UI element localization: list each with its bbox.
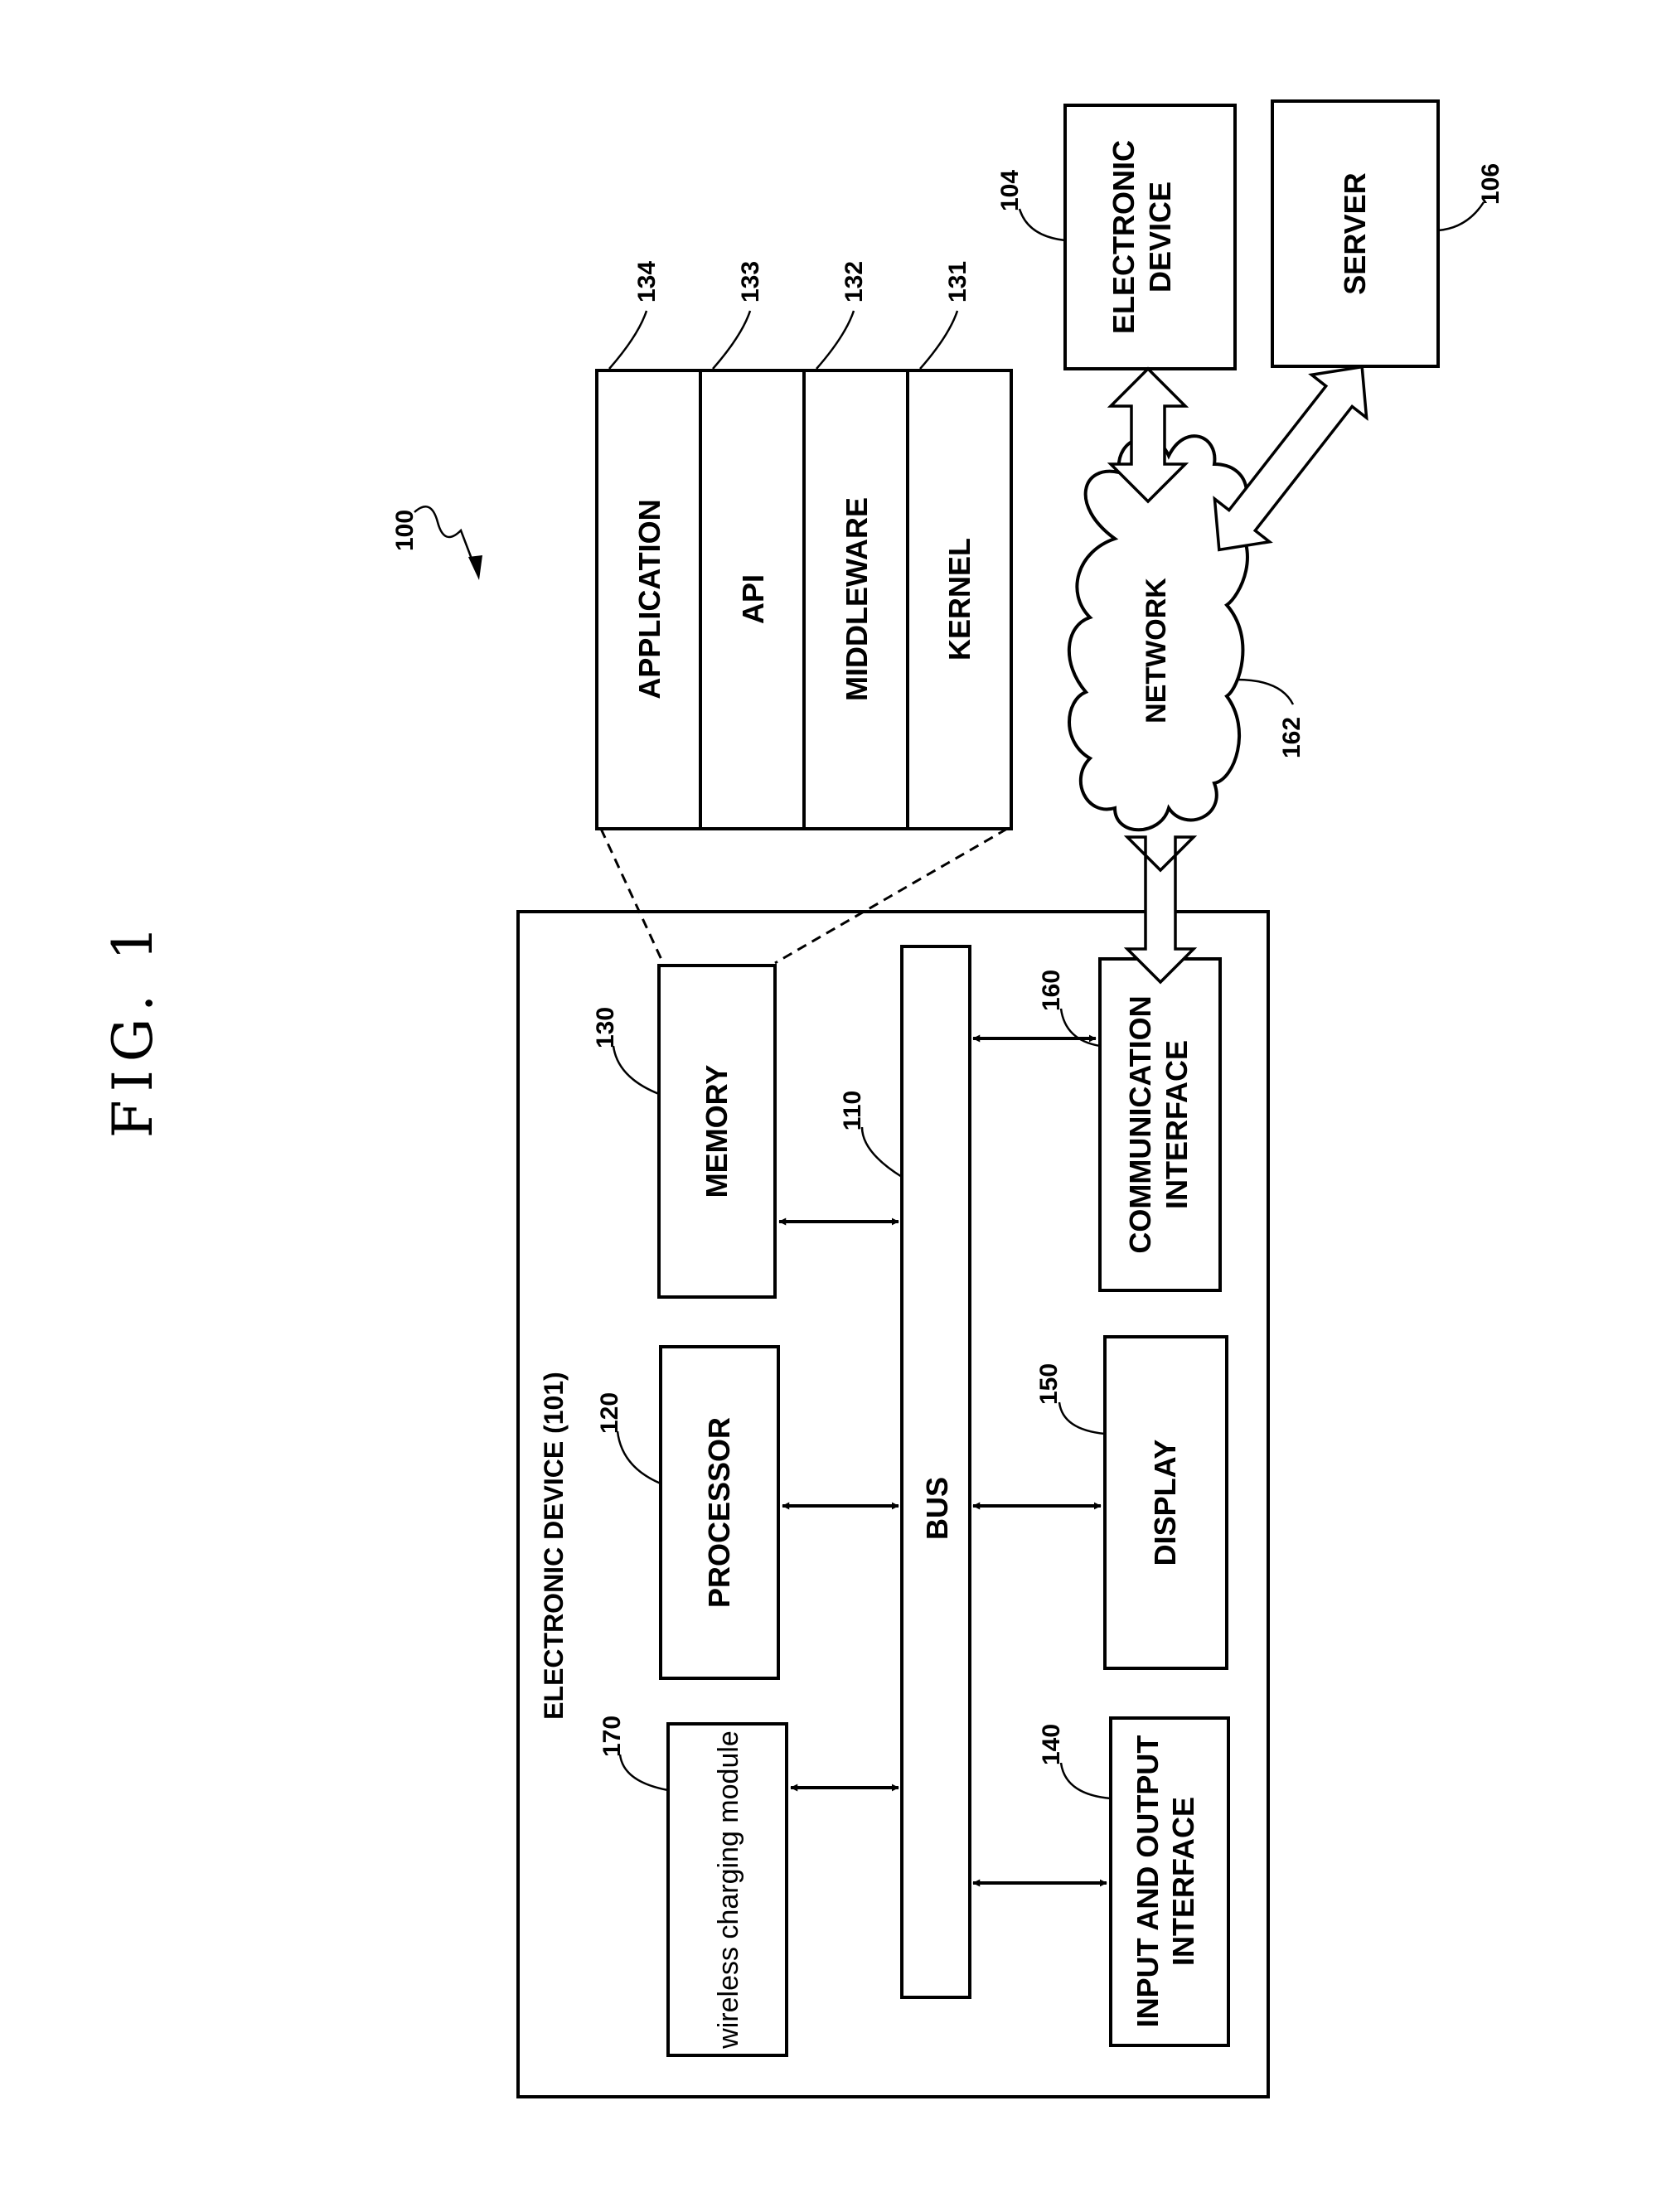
ref-100: 100 xyxy=(391,510,419,551)
ref-100-arrowhead xyxy=(468,555,482,580)
ref-132: 132 xyxy=(840,261,868,303)
ref-134-leader xyxy=(609,311,647,369)
communication-interface-line1: COMMUNICATION xyxy=(1123,995,1157,1253)
ref-133: 133 xyxy=(737,261,764,303)
bus-box xyxy=(902,946,970,1997)
ref-130: 130 xyxy=(592,1007,619,1048)
ref-131: 131 xyxy=(944,261,971,303)
io-interface-line1: INPUT AND OUTPUT xyxy=(1131,1735,1165,2028)
arrow-network-server xyxy=(1192,346,1390,571)
io-interface-line2: INTERFACE xyxy=(1166,1797,1200,1966)
ref-110: 110 xyxy=(839,1091,866,1130)
ref-134: 134 xyxy=(633,261,661,303)
arrow-communication-network xyxy=(1127,837,1194,982)
ref-162-leader xyxy=(1237,680,1293,704)
server-label: SERVER xyxy=(1338,172,1372,294)
middleware-label: MIDDLEWARE xyxy=(840,497,874,701)
ref-150: 150 xyxy=(1035,1363,1063,1405)
ref-106-leader xyxy=(1438,202,1484,230)
ref-120: 120 xyxy=(596,1392,623,1434)
display-label: DISPLAY xyxy=(1148,1440,1182,1566)
memory-label: MEMORY xyxy=(700,1065,734,1198)
ref-160: 160 xyxy=(1038,970,1065,1011)
ref-133-leader xyxy=(713,311,750,369)
external-device-line2: DEVICE xyxy=(1143,182,1177,293)
ref-104: 104 xyxy=(996,170,1024,211)
ref-131-leader xyxy=(920,311,957,369)
ref-162: 162 xyxy=(1278,717,1305,758)
application-label: APPLICATION xyxy=(632,499,666,699)
ref-140: 140 xyxy=(1038,1724,1065,1765)
api-label: API xyxy=(736,574,770,624)
ref-104-leader xyxy=(1020,209,1065,240)
figure-title: FIG. 1 xyxy=(101,917,165,1138)
wireless-charging-label: wireless charging module xyxy=(713,1730,744,2050)
processor-label: PROCESSOR xyxy=(702,1417,736,1608)
ref-106: 106 xyxy=(1477,163,1504,205)
bus-label: BUS xyxy=(920,1477,954,1540)
electronic-device-label: ELECTRONIC DEVICE (101) xyxy=(539,1372,569,1720)
ref-132-leader xyxy=(816,311,854,369)
external-device-line1: ELECTRONIC xyxy=(1107,140,1141,334)
ref-170: 170 xyxy=(598,1716,626,1757)
ref-100-squiggle xyxy=(414,506,477,572)
communication-interface-line2: INTERFACE xyxy=(1160,1040,1194,1209)
kernel-label: KERNEL xyxy=(942,538,976,661)
network-label: NETWORK xyxy=(1141,578,1172,724)
